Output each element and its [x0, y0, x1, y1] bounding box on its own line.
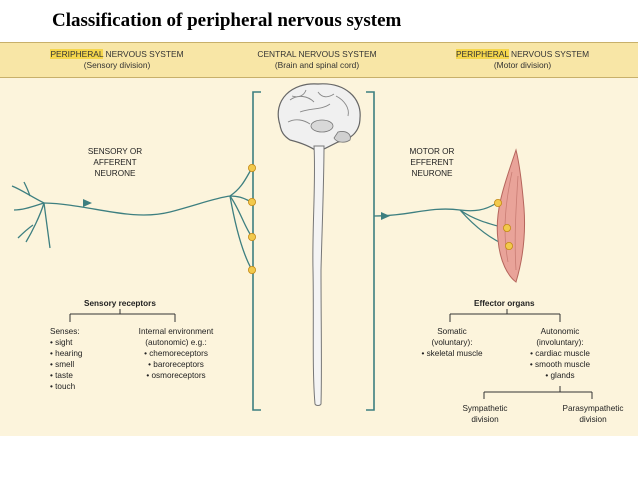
header-motor-division: PERIPHERAL NERVOUS SYSTEM (Motor divisio…: [425, 49, 620, 71]
motor-neurone-label: MOTOR OR EFFERENT NEURONE: [409, 147, 455, 178]
cns-right-bracket: [366, 91, 375, 411]
header-band: [0, 42, 638, 78]
senses-list: Senses: • sight • hearing • smell • tast…: [50, 327, 83, 391]
motor-arrow: [381, 212, 390, 220]
autonomic-list: Autonomic (involuntary): • cardiac muscl…: [529, 327, 591, 380]
sensory-neurone: [11, 167, 253, 271]
header-left-sub: (Sensory division): [83, 60, 151, 70]
brain-illustration: [277, 83, 361, 153]
header-center-sub: (Brain and spinal cord): [274, 60, 360, 70]
header-right-sub: (Motor division): [493, 60, 552, 70]
effector-organs-title: Effector organs: [474, 299, 535, 308]
spinal-cord: [312, 145, 325, 406]
header-sensory-division: PERIPHERAL NERVOUS SYSTEM (Sensory divis…: [22, 49, 212, 71]
somatic-list: Somatic (voluntary): • skeletal muscle: [421, 327, 483, 358]
synapse-dots: [247, 163, 256, 274]
header-right-rest: NERVOUS SYSTEM: [508, 49, 590, 59]
bottom-margin: [0, 436, 638, 478]
parasympathetic-division-label: Parasympathetic division: [562, 404, 624, 424]
motor-neurone: [373, 203, 509, 247]
sensory-arrow: [83, 199, 92, 207]
sympathetic-division-label: Sympathetic division: [462, 404, 508, 424]
header-right-highlight: PERIPHERAL: [455, 49, 509, 59]
internal-environment-list: Internal environment (autonomic) e.g.: •…: [138, 327, 214, 380]
cns-left-bracket: [252, 91, 261, 411]
motor-endplates: [493, 198, 513, 250]
sensory-receptors-tree: [69, 309, 176, 322]
header-cns: CENTRAL NERVOUS SYSTEM (Brain and spinal…: [222, 49, 412, 71]
muscle-illustration: [496, 148, 525, 283]
sensory-neurone-label: SENSORY OR AFFERENT NEURONE: [87, 147, 143, 178]
slide-title: Classification of peripheral nervous sys…: [52, 10, 402, 31]
effector-organs-tree: [449, 309, 593, 399]
sensory-receptors-title: Sensory receptors: [84, 299, 156, 308]
header-center-line1: CENTRAL NERVOUS SYSTEM: [257, 49, 377, 59]
header-left-rest: NERVOUS SYSTEM: [103, 49, 184, 59]
header-left-highlight: PERIPHERAL: [50, 49, 104, 59]
